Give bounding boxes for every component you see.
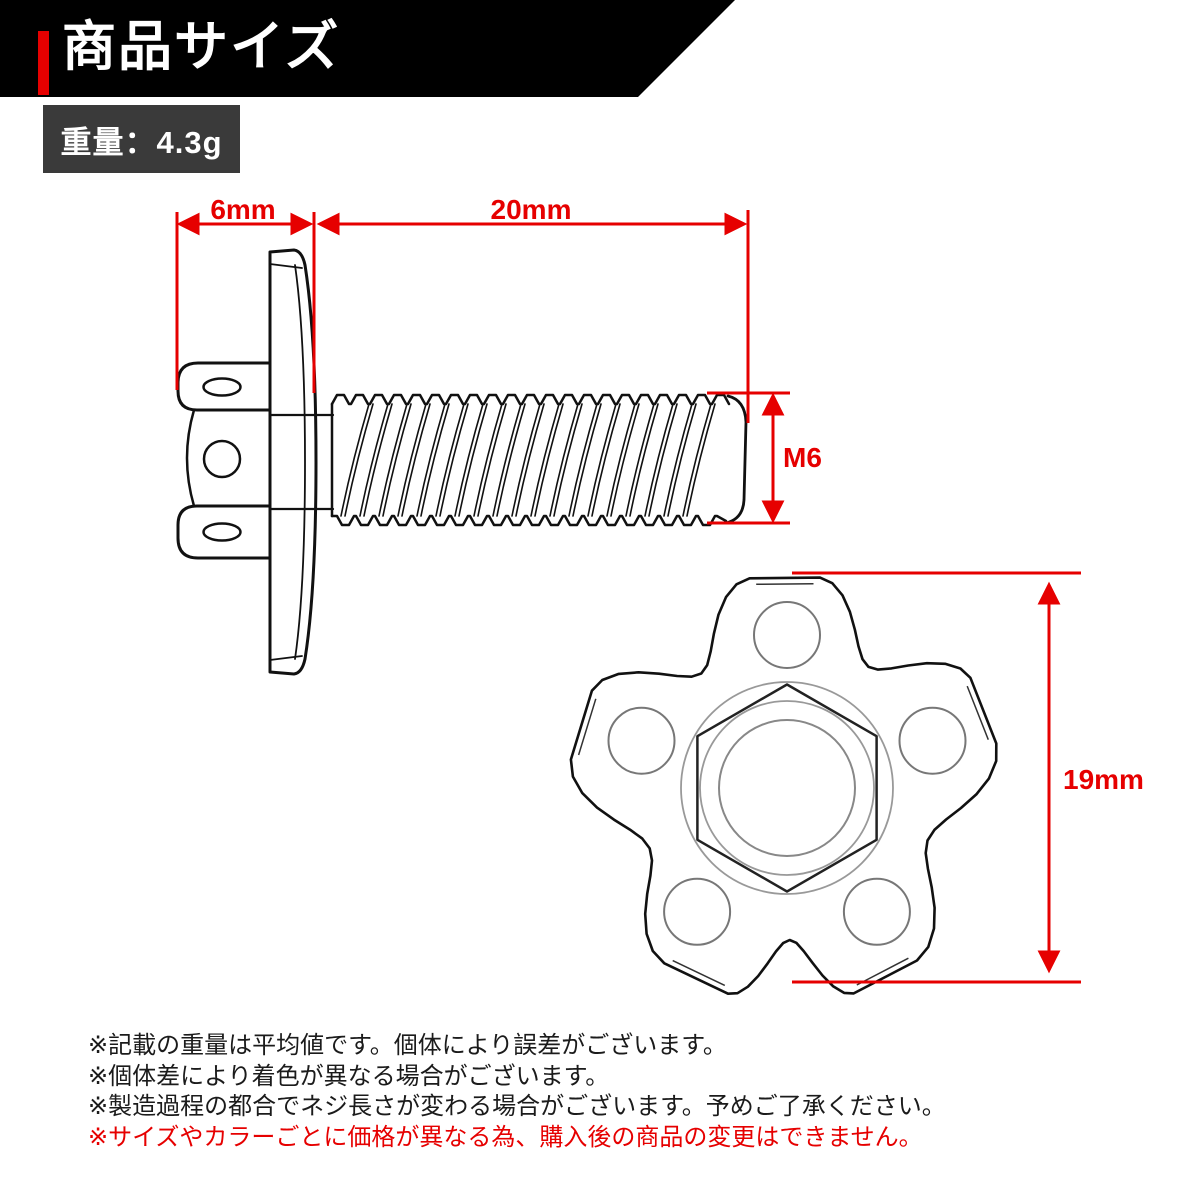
dimension-annotations — [175, 210, 1081, 984]
flange-disc-outline — [268, 248, 318, 676]
arrowhead-left-icon — [176, 212, 200, 236]
flange-hole-right — [898, 706, 967, 775]
thread-bottom-profile — [330, 514, 728, 527]
arrowhead-down-icon — [761, 500, 785, 524]
arrowhead-right-icon — [724, 212, 748, 236]
bolt-side-view — [176, 248, 748, 676]
arrowhead-down-icon — [1037, 950, 1061, 974]
washer-outer-circle — [680, 681, 894, 895]
head-bottom-tab-hole — [202, 522, 242, 542]
arrowhead-left-icon — [316, 212, 340, 236]
thread-top-profile — [330, 393, 731, 406]
dim-label-thread-length: 20mm — [490, 194, 572, 225]
page-title: 商品サイズ — [62, 17, 341, 77]
head-top-tab-hole — [202, 377, 242, 397]
head-bottom-tab — [176, 504, 272, 560]
head-hex-silhouette — [185, 408, 196, 508]
flange-disc-facet-line — [294, 264, 306, 660]
dim-label-thread-size: M6 — [783, 442, 822, 473]
hex-head-outline — [696, 683, 878, 893]
washer-inner-circle — [699, 700, 875, 876]
dim-label-head-width: 6mm — [210, 194, 276, 225]
footnote-line-warning: ※サイズやカラーごとに価格が異なる為、購入後の商品の変更はできません。 — [88, 1123, 923, 1151]
flange-disc-chamfer-bottom — [269, 655, 303, 661]
arrowhead-up-icon — [761, 392, 785, 416]
bolt-front-view — [569, 576, 998, 995]
head-top-tab — [176, 361, 272, 412]
flange-hole-bottom-right — [842, 877, 911, 946]
arrowhead-right-icon — [290, 212, 314, 236]
flange-hole-top — [753, 601, 821, 669]
star-tip-chamfer-lines — [577, 582, 989, 987]
thread-end-cap — [724, 394, 748, 525]
flange-hole-bottom-left — [663, 877, 732, 946]
footnote-line: ※記載の重量は平均値です。個体により誤差がございます。 — [88, 1032, 727, 1059]
thread-flank-lines — [340, 403, 716, 517]
weight-box: 重量：4.3g — [43, 105, 240, 173]
footnotes: ※記載の重量は平均値です。個体により誤差がございます。 ※個体差により着色が異な… — [88, 1031, 946, 1153]
footnote-line: ※製造過程の都合でネジ長さが変わる場合がございます。予めご了承ください。 — [88, 1093, 946, 1120]
arrowhead-up-icon — [1037, 581, 1061, 605]
weight-label: 重量：4.3g — [60, 124, 223, 160]
dim-label-flange-diameter: 19mm — [1063, 764, 1144, 795]
star-flange-outline — [569, 576, 998, 995]
head-center-hole — [202, 439, 242, 479]
header-banner: 商品サイズ — [0, 0, 735, 97]
footnote-line: ※個体差により着色が異なる場合がございます。 — [88, 1062, 610, 1090]
flange-hole-left — [607, 706, 676, 775]
red-accent-bar — [38, 31, 49, 95]
center-bore-circle — [718, 719, 856, 857]
flange-disc-chamfer-top — [269, 263, 303, 269]
